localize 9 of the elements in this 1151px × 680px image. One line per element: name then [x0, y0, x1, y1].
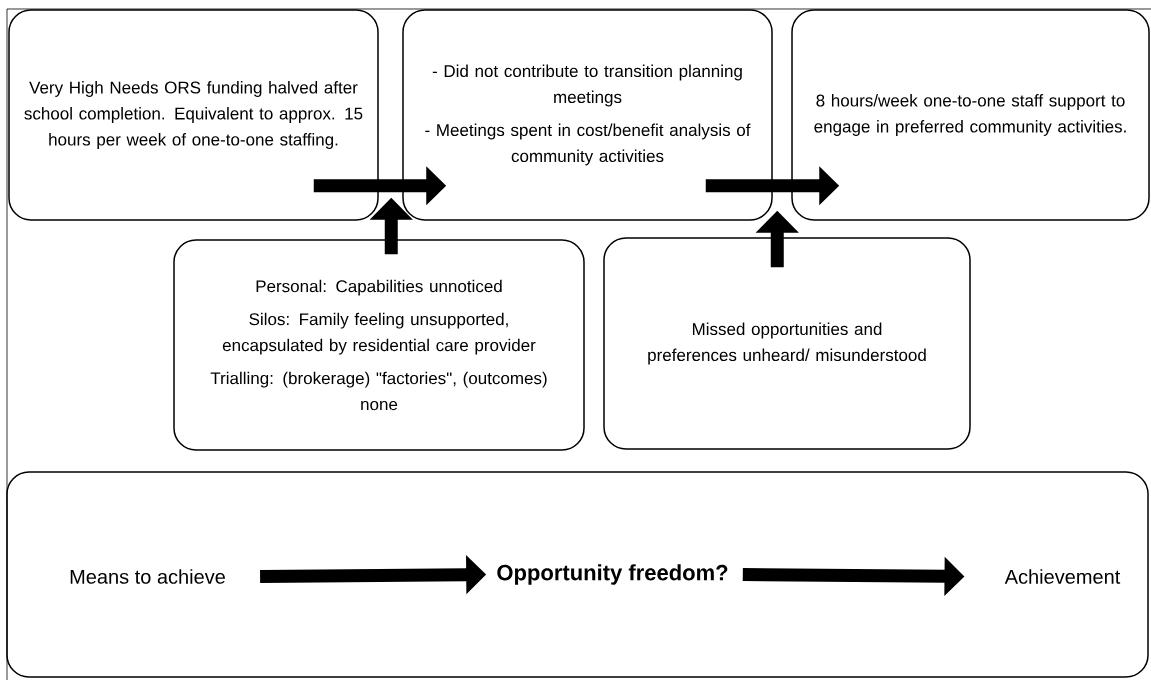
panel-box [6, 471, 1149, 678]
text-box: Missed opportunities and preferences unheard/ misunderstood [603, 237, 971, 450]
text-box: - Did not contribute to transition planning meetings - Meetings spent in cost/benefit analysis of community activities [402, 9, 773, 221]
bare-text: Achievement [1004, 569, 1121, 584]
text-box: Personal: Capabilities unnoticed Silos: Family feeling unsupported, encapsulated by residential care provider Trialling: (brokerage) "factories", (outcomes) none [173, 239, 585, 451]
text-box: Very High Needs ORS funding halved after school completion. Equivalent to approx. 15 hours per week of one-to-one staffing. [8, 9, 379, 221]
bare-text: Means to achieve [70, 569, 225, 584]
bare-text: Opportunity freedom? [497, 564, 728, 585]
text-box: 8 hours/week one-to-one staff support to engage in preferred community activities. [791, 9, 1150, 221]
